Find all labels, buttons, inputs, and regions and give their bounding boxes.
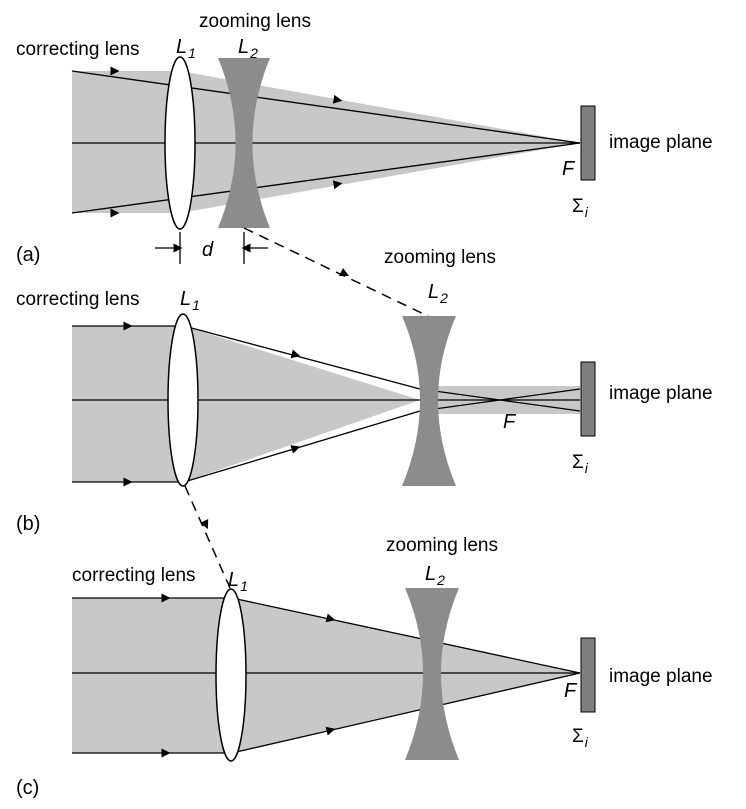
zooming-lens-label-c: zooming lens	[386, 535, 498, 556]
zooming-lens-label-a: zooming lens	[199, 11, 311, 32]
correcting-lens-c	[215, 588, 247, 762]
sigma-i-label-a: Σi	[572, 196, 589, 220]
zooming-lens-c	[405, 588, 459, 760]
beam-c	[72, 598, 580, 753]
correcting-lens-b	[167, 313, 199, 487]
beam-b	[72, 326, 420, 482]
beam-a	[72, 71, 580, 213]
zoom-lens-path-dashed	[243, 227, 433, 319]
panel-a: correcting lens zooming lens L1 L2 F ima…	[16, 11, 713, 266]
image-plane-b	[580, 361, 596, 437]
ray-a-top	[71, 70, 581, 144]
lens-l2-label-c: L2	[425, 563, 445, 588]
panel-tag-a: (a)	[16, 244, 40, 266]
image-plane-c	[580, 637, 596, 713]
correcting-lens-path-dashed	[184, 485, 231, 589]
focal-point-label-a: F	[562, 158, 576, 180]
correcting-lens-label-c: correcting lens	[72, 565, 196, 586]
lens-l1-label-b: L1	[180, 288, 200, 313]
image-plane-label-c: image plane	[609, 666, 713, 687]
lens-l1-label-a: L1	[176, 36, 196, 61]
zooming-lens-b	[402, 316, 456, 486]
ray-c-bottom	[231, 672, 581, 754]
focal-point-label-b: F	[503, 411, 517, 433]
panel-c: correcting lens zooming lens L1 L2 F ima…	[16, 535, 713, 799]
ray-b-top	[183, 325, 421, 390]
sigma-i-label-b: Σi	[572, 452, 589, 476]
image-plane-label-a: image plane	[609, 132, 713, 153]
lens-l1-label-c: L1	[228, 569, 248, 594]
panel-tag-b: (b)	[16, 513, 40, 535]
correcting-lens-a	[164, 56, 196, 230]
ray-a-bottom	[71, 142, 581, 214]
correcting-lens-label-a: correcting lens	[16, 39, 140, 60]
ray-c-top	[231, 597, 581, 674]
lens-l2-label-a: L2	[238, 36, 258, 61]
image-plane-label-b: image plane	[609, 383, 713, 404]
panel-b: correcting lens zooming lens L1 L2 F ima…	[16, 247, 713, 535]
separation-d-label: d	[202, 239, 214, 261]
panel-tag-c: (c)	[16, 777, 39, 799]
ray-b-bottom	[183, 410, 421, 483]
focal-point-label-c: F	[564, 680, 578, 702]
zooming-lens-label-b: zooming lens	[384, 247, 496, 268]
image-plane-a	[580, 105, 596, 181]
sigma-i-label-c: Σi	[572, 726, 589, 750]
zooming-lens-a	[218, 58, 270, 228]
lens-l2-label-b: L2	[428, 281, 448, 306]
correcting-lens-label-b: correcting lens	[16, 289, 140, 310]
